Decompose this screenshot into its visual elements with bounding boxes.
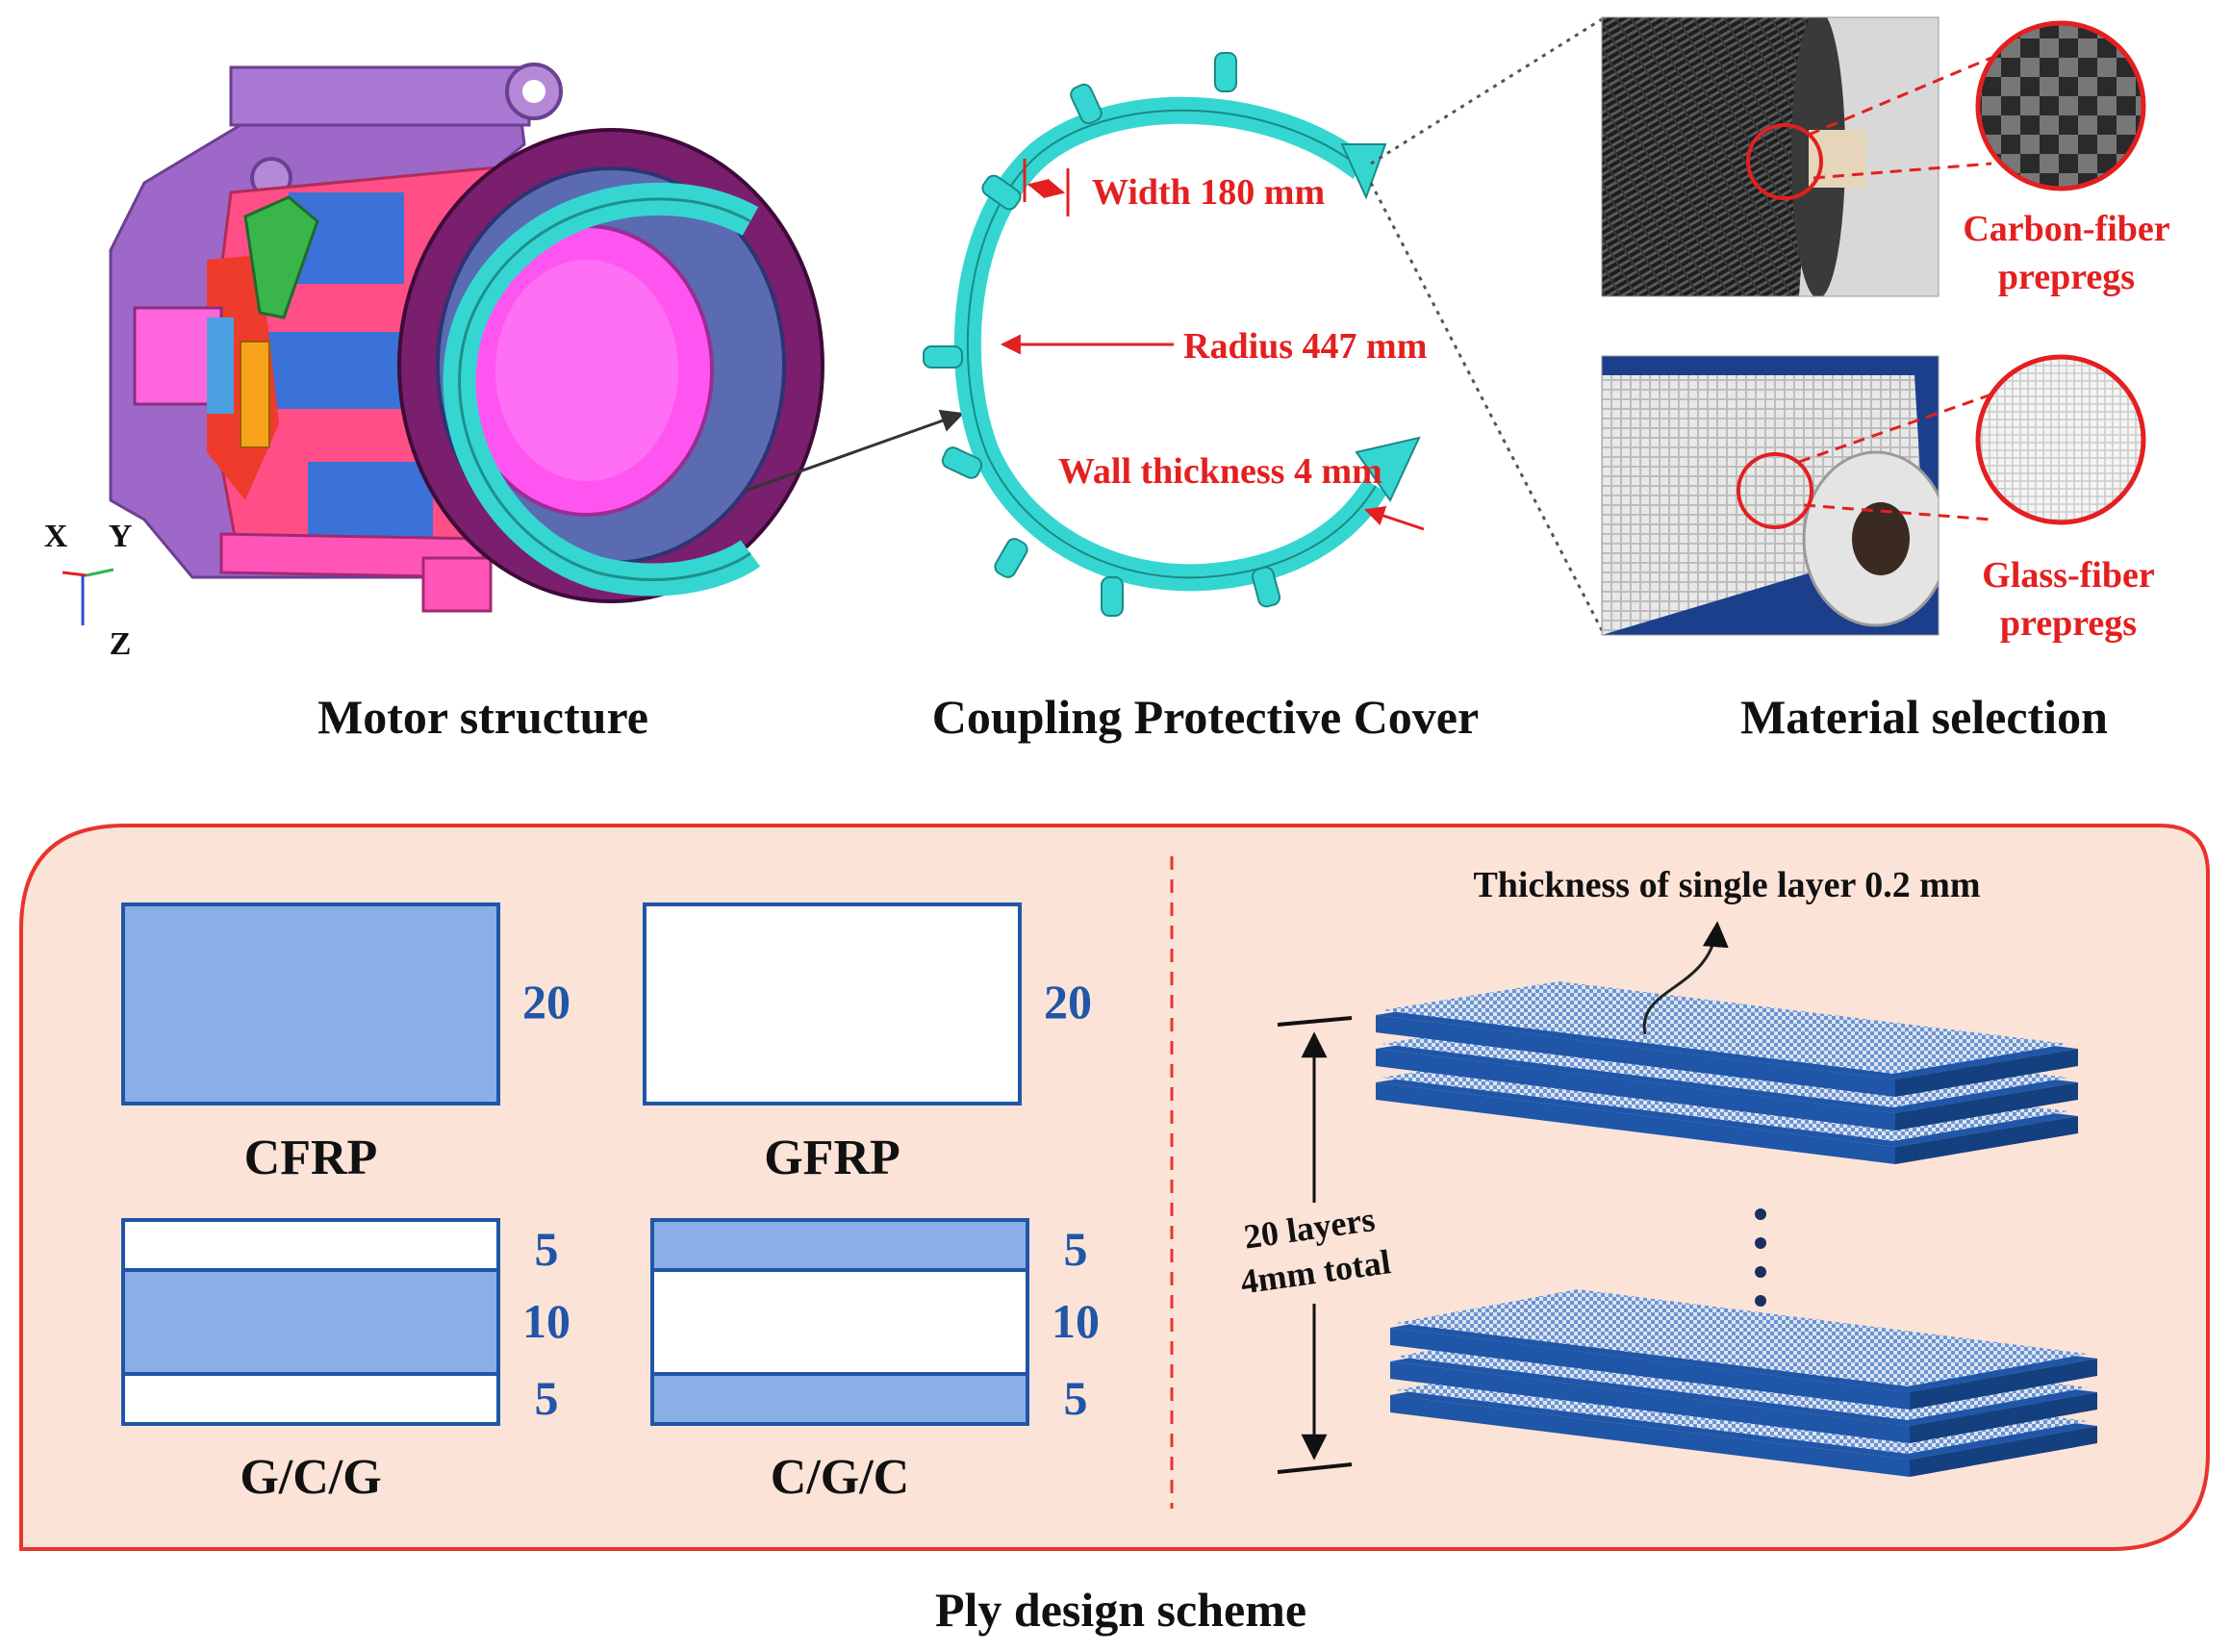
radius-label: Radius 447 mm [1183,326,1427,367]
scheme-gcg-layer-1 [121,1218,500,1272]
carbon-zoom-circle [1978,23,2143,189]
motor-frame-top [229,65,531,127]
scheme-gfrp-box [643,902,1022,1106]
scheme-cgc-name: C/G/C [771,1450,909,1505]
carbon-label-2: prepregs [1998,257,2135,297]
caption-ply-design: Ply design scheme [935,1583,1306,1637]
zoom-connector-bottom [1369,182,1604,631]
caption-material-selection: Material selection [1740,690,2108,744]
ply-stack-upper [1376,981,2078,1164]
wall-arrow [1364,506,1425,531]
width-arrow [1027,178,1066,199]
wall-thickness-label: Wall thickness 4 mm [1058,451,1382,492]
glass-sample-marker [1737,452,1813,529]
scheme-gcg-count-1: 5 [535,1222,559,1276]
terminal-strip [207,318,234,414]
scheme-cgc-layer-1 [650,1218,1029,1272]
scheme-gcg-layer-2 [121,1268,500,1376]
scheme-gfrp-name: GFRP [764,1131,900,1185]
scheme-cgc-count-3: 5 [1064,1371,1088,1425]
glass-label-1: Glass-fiber [1982,555,2155,596]
single-layer-label: Thickness of single layer 0.2 mm [1473,865,1980,905]
motor-to-cover-arrow [745,409,965,493]
carbon-sample-marker [1746,123,1823,200]
scheme-cfrp-count: 20 [522,975,570,1029]
stator-band-3 [308,462,433,544]
glass-fiber-photo [1602,356,1939,635]
scheme-gcg-name: G/C/G [240,1450,381,1505]
glass-zoom-circle [1978,357,2143,522]
coupling-cover-illustration [923,52,1421,617]
width-label: Width 180 mm [1092,172,1325,213]
green-clamp [243,195,319,319]
scheme-gcg-count-3: 5 [535,1371,559,1425]
motor-illustration [62,63,824,625]
scheme-gcg-count-2: 10 [522,1294,570,1348]
scheme-cfrp-name: CFRP [244,1131,378,1185]
zoom-connector-top [1370,17,1603,165]
glass-label-2: prepregs [2000,603,2137,644]
scheme-cgc-layer-2 [650,1268,1029,1376]
total-label-background [1227,1203,1400,1304]
scheme-gcg-layer-3 [121,1372,500,1426]
single-layer-pointer [1642,921,1729,1035]
scheme-cgc-count-2: 10 [1052,1294,1100,1348]
axis-label-x: X [44,519,68,554]
scheme-cgc-count-1: 5 [1064,1222,1088,1276]
caption-motor-structure: Motor structure [317,690,648,744]
ply-stack-ellipsis [1755,1208,1766,1307]
carbon-fiber-photo [1602,17,1939,296]
scheme-cfrp-box [121,902,500,1106]
caption-coupling-cover: Coupling Protective Cover [932,690,1479,744]
axis-label-y: Y [109,519,133,554]
carbon-label-1: Carbon-fiber [1963,209,2169,249]
scheme-gfrp-count: 20 [1044,975,1092,1029]
axis-label-z: Z [110,626,132,662]
ply-sheet [1390,1289,2097,1410]
terminal-yellow [240,341,270,448]
ply-sheet [1376,981,2078,1097]
base-foot [421,556,493,613]
total-tick-top [1277,1016,1353,1027]
ply-stack-lower [1390,1289,2097,1477]
total-tick-bottom [1277,1462,1353,1474]
scheme-cgc-layer-3 [650,1372,1029,1426]
